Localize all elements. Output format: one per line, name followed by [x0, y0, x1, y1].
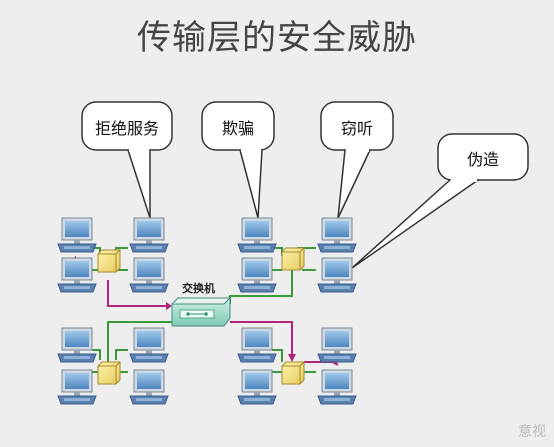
- computer-icon: [57, 327, 97, 363]
- hub-icon: [281, 361, 305, 385]
- computer-icon: [237, 369, 277, 405]
- computer-icon: [237, 217, 277, 253]
- callout-eavesdrop: [320, 101, 394, 219]
- computer-icon: [237, 327, 277, 363]
- watermark: 意视: [518, 424, 546, 440]
- computer-icon: [317, 257, 357, 293]
- callout-eavesdrop-label: 窃听: [340, 119, 373, 138]
- computer-icon: [57, 369, 97, 405]
- computer-icon: [57, 257, 97, 293]
- switch-icon: [171, 296, 231, 327]
- callout-dos-label: 拒绝服务: [94, 119, 159, 138]
- computer-icon: [129, 369, 169, 405]
- computer-icon: [57, 217, 97, 253]
- hub-icon: [281, 247, 305, 271]
- hub-icon: [97, 249, 121, 273]
- computer-icon: [129, 217, 169, 253]
- computer-icon: [317, 217, 357, 253]
- callout-dos: [81, 101, 173, 219]
- computer-icon: [129, 257, 169, 293]
- computer-icon: [317, 327, 357, 363]
- computer-icon: [317, 369, 357, 405]
- computer-icon: [129, 327, 169, 363]
- page-title: 传输层的安全威胁: [137, 18, 417, 58]
- callout-spoof-label: 欺骗: [221, 119, 254, 138]
- hub-icon: [97, 361, 121, 385]
- attack-arrow-hub: [288, 354, 296, 362]
- callout-forge-label: 伪造: [466, 150, 499, 169]
- switch-label: 交换机: [182, 281, 215, 295]
- attack-arrow-switch: [166, 302, 172, 310]
- computer-icon: [237, 257, 277, 293]
